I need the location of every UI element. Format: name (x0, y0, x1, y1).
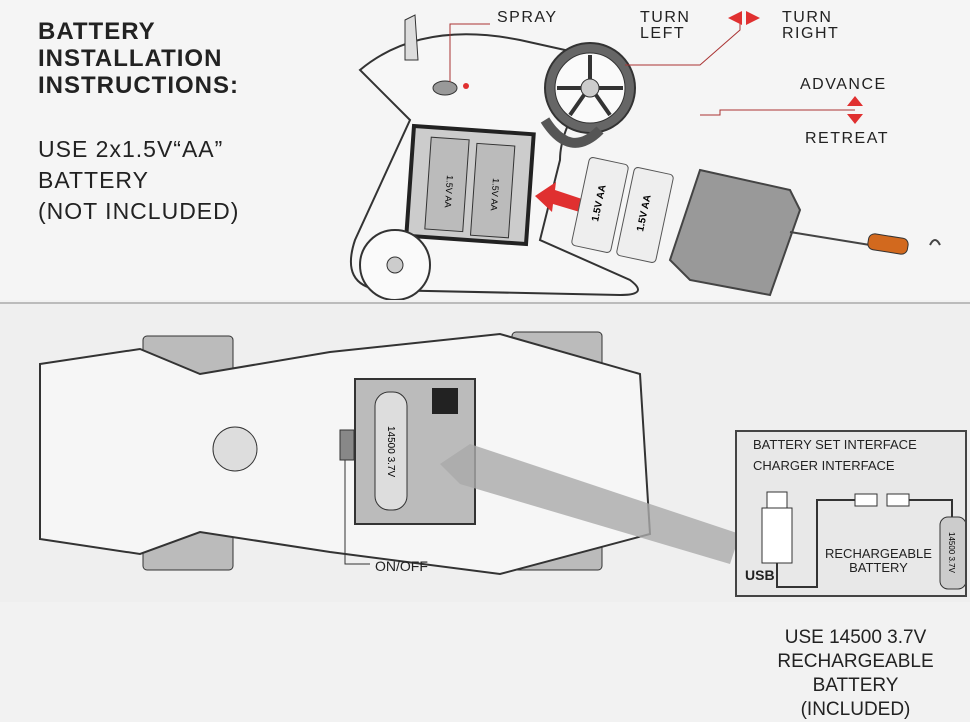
insert-arrow (440, 444, 740, 564)
steering-gear (212, 426, 258, 472)
remote-controller-diagram: 1.5V AA 1.5V AA 1.5V AA 1.5V AA (350, 11, 941, 300)
aa-battery-note: USE 2x1.5V“AA” BATTERY (NOT INCLUDED) (38, 136, 240, 224)
turn-arrows-icon (728, 11, 760, 25)
aa-batteries: 1.5V AA 1.5V AA (571, 157, 674, 263)
remote-battery-panel: 1.5V AA 1.5V AA 1.5V AA 1.5V AA (0, 0, 970, 300)
14500-battery (374, 391, 408, 511)
insert-arrow (535, 182, 585, 213)
turn-right-label: TURN RIGHT (782, 9, 840, 42)
rechargeable-battery-note: USE 14500 3.7V RECHARGEABLE BATTERY (INC… (777, 627, 934, 720)
advance-label: ADVANCE (800, 76, 887, 93)
compartment-label: 1.5V AA (489, 178, 501, 211)
svg-text:14500 3.7V: 14500 3.7V (385, 426, 396, 477)
charging-diagram: 14500 3.7V (761, 491, 965, 590)
usb-plug-icon (766, 491, 788, 509)
on-off-label: ON/OFF (375, 558, 428, 574)
spray-button (432, 80, 458, 96)
usb-label: USB (745, 567, 775, 583)
retreat-label: RETREAT (805, 130, 889, 147)
charger-interface-label: CHARGER INTERFACE (753, 458, 895, 473)
spray-led (463, 83, 469, 89)
compartment-label: 1.5V AA (443, 175, 455, 208)
spray-label: SPRAY (497, 9, 558, 26)
screwdriver-icon (789, 231, 941, 255)
battery-compartment: 1.5V AA 1.5V AA (404, 123, 536, 247)
instructions-title: BATTERY INSTALLATION INSTRUCTIONS: (38, 18, 239, 99)
antenna (404, 14, 419, 61)
battery-connector (886, 493, 910, 507)
battery-cover (668, 168, 802, 297)
bottom-wheel (359, 229, 431, 300)
svg-text:14500 3.7V: 14500 3.7V (947, 532, 956, 574)
trigger (540, 117, 604, 148)
turn-leader (625, 22, 741, 66)
advance-retreat-arrows-icon (847, 96, 863, 124)
steering-wheel (544, 42, 636, 134)
power-switch[interactable] (339, 429, 355, 461)
cable (776, 499, 855, 588)
charger-connector (854, 493, 878, 507)
battery-connector (432, 388, 458, 414)
car-chassis-diagram: 14500 3.7V (39, 331, 740, 576)
turn-left-label: TURN LEFT (640, 9, 691, 42)
battery-set-interface-label: BATTERY SET INTERFACE (753, 437, 917, 452)
charging-inset: 14500 3.7V BATTERY SET INTERFACE CHARGER… (735, 430, 967, 597)
rechargeable-battery-label: RECHARGEABLE BATTERY (825, 546, 932, 576)
advance-leader (700, 109, 855, 116)
switch-leader (344, 460, 370, 565)
spray-leader (449, 23, 490, 82)
rechargeable-battery-icon (939, 516, 965, 590)
